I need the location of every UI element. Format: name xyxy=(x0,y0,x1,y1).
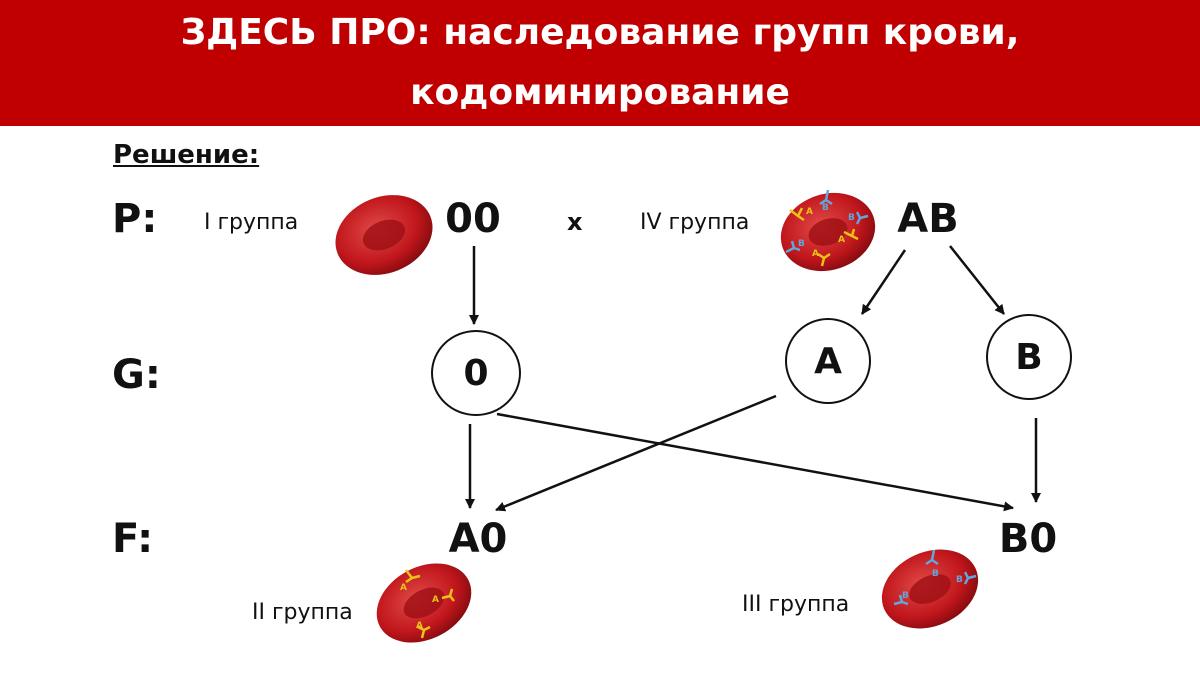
red-blood-cell-ab-icon: A A A B B B xyxy=(780,189,876,272)
offspring-group-b0: III группа xyxy=(742,592,850,617)
svg-text:A: A xyxy=(400,583,407,593)
gamete-b: B xyxy=(986,314,1072,400)
svg-text:A: A xyxy=(812,249,819,259)
svg-text:A: A xyxy=(806,207,813,217)
father-group-label: IV группа xyxy=(640,210,750,235)
red-blood-cell-a-icon: A A A xyxy=(376,563,472,643)
red-blood-cell-b-icon: B B B xyxy=(881,549,979,629)
offspring-group-a0: II группа xyxy=(252,600,353,625)
title-line-1: ЗДЕСЬ ПРО: наследование групп крови, xyxy=(180,12,1020,53)
row-label-gametes: G: xyxy=(112,352,161,398)
svg-text:B: B xyxy=(956,575,963,585)
arrow-ab-to-a xyxy=(860,249,907,315)
row-label-parents: P: xyxy=(112,196,158,242)
gamete-a: A xyxy=(785,318,871,404)
arrow-ab-to-b xyxy=(949,245,1005,315)
title-banner: ЗДЕСЬ ПРО: наследование групп крови, код… xyxy=(0,0,1200,126)
gamete-0: 0 xyxy=(431,330,521,416)
mother-group-label: I группа xyxy=(204,210,299,235)
svg-text:B: B xyxy=(848,213,855,223)
title-line-2: кодоминирование xyxy=(410,72,790,113)
father-genotype: AB xyxy=(897,196,959,242)
offspring-genotype-a0: A0 xyxy=(448,516,508,562)
svg-text:B: B xyxy=(798,239,805,249)
svg-text:A: A xyxy=(838,235,845,245)
svg-text:B: B xyxy=(932,569,939,579)
mother-genotype: 00 xyxy=(445,196,501,242)
cross-symbol: x xyxy=(567,208,583,236)
offspring-genotype-b0: B0 xyxy=(998,516,1058,562)
arrow-a-to-a0 xyxy=(495,394,777,512)
red-blood-cell-icon xyxy=(335,195,433,275)
solution-label: Решение: xyxy=(113,140,260,170)
row-label-offspring: F: xyxy=(112,516,154,562)
svg-text:A: A xyxy=(432,595,439,605)
svg-text:B: B xyxy=(902,591,909,601)
svg-text:B: B xyxy=(822,203,829,213)
arrow-0-to-b0 xyxy=(496,412,1014,512)
svg-text:A: A xyxy=(416,621,423,631)
